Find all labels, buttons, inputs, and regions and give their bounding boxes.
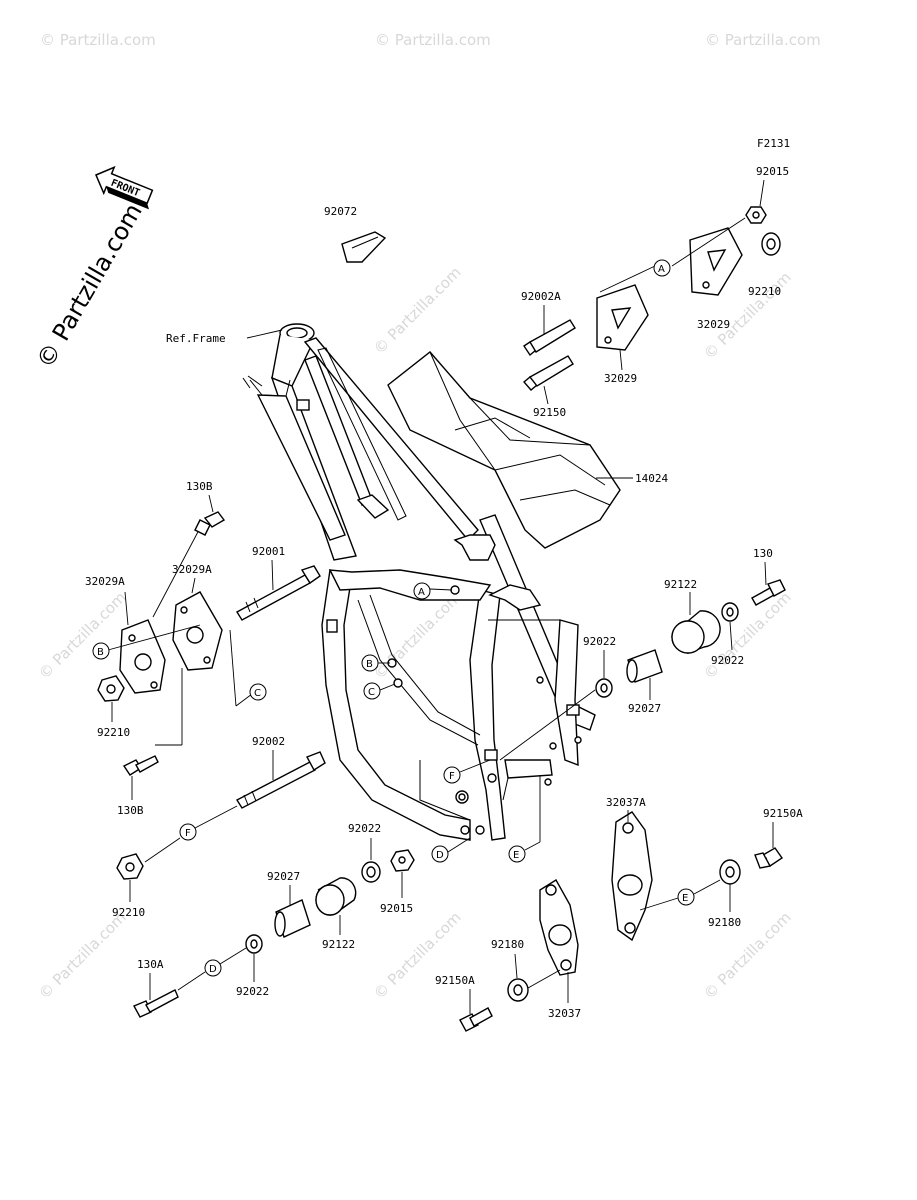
label-92072: 92072	[324, 205, 357, 218]
part-92150A-right-bolt	[754, 847, 783, 869]
part-32029A-right-plate	[172, 591, 223, 671]
part-92022-bottom-washer	[245, 934, 263, 954]
part-32037A-bracket	[611, 811, 653, 942]
label-14024: 14024	[635, 472, 668, 485]
part-92072-clamp	[341, 231, 387, 263]
part-32029-right-plate	[689, 227, 743, 296]
watermark-tile: © Partzilla.com	[370, 588, 465, 683]
label-32037: 32037	[548, 1007, 581, 1020]
part-32037-bracket	[539, 879, 579, 976]
part-92027-left-spacer	[274, 899, 311, 938]
part-92022-lower-washer	[361, 861, 381, 883]
callout-c-left: C	[254, 688, 261, 699]
part-92180-right-washer	[719, 859, 741, 885]
part-32029-left-plate	[596, 284, 649, 351]
callout-d-bottom: D	[209, 964, 217, 975]
front-arrow-icon: FRONT	[95, 165, 154, 210]
callout-a-frame: A	[418, 587, 425, 598]
label-32037A: 32037A	[606, 796, 646, 809]
label-92022-right: 92022	[711, 654, 744, 667]
watermark-tile: © Partzilla.com	[370, 263, 465, 358]
ref-frame-label: Ref.Frame	[166, 332, 226, 345]
label-32029A-left: 32029A	[85, 575, 125, 588]
frame	[242, 323, 596, 841]
label-32029-left: 32029	[604, 372, 637, 385]
callout-c-frame: C	[368, 687, 375, 698]
watermark-tile: © Partzilla.com	[35, 908, 130, 1003]
part-92210-top-nut	[761, 232, 781, 256]
label-92180-left: 92180	[491, 938, 524, 951]
callout-b-frame: B	[366, 659, 373, 670]
label-92210-bottom: 92210	[112, 906, 145, 919]
label-92022-mid: 92022	[583, 635, 616, 648]
label-92027-right: 92027	[628, 702, 661, 715]
label-92002A: 92002A	[521, 290, 561, 303]
label-92150: 92150	[533, 406, 566, 419]
part-92210-bottom-nut	[116, 853, 144, 880]
label-92210-top: 92210	[748, 285, 781, 298]
part-130A-bolt	[133, 989, 179, 1018]
label-130A: 130A	[137, 958, 164, 971]
part-130-bolt	[751, 579, 786, 606]
label-92015-top: 92015	[756, 165, 789, 178]
label-92022-lower: 92022	[348, 822, 381, 835]
label-32029-right: 32029	[697, 318, 730, 331]
part-92027-right-spacer	[626, 649, 663, 683]
watermark-tile: © Partzilla.com	[705, 31, 821, 49]
part-92015-lower-nut	[390, 849, 415, 872]
callout-d-frame: D	[436, 850, 444, 861]
part-92022-right-washer	[721, 602, 739, 622]
part-14024-cover	[387, 351, 621, 549]
label-92150A-right: 92150A	[763, 807, 803, 820]
callout-e-right: E	[682, 893, 688, 904]
label-92015-lower: 92015	[380, 902, 413, 915]
watermark-tile: © Partzilla.com	[40, 31, 156, 49]
label-130: 130	[753, 547, 773, 560]
part-92122-left-collar	[315, 877, 357, 916]
part-130B-top-bolt	[152, 511, 226, 618]
callout-e-frame: E	[513, 850, 519, 861]
watermark-tile: © Partzilla.com	[35, 588, 130, 683]
label-92002: 92002	[252, 735, 285, 748]
part-92015-top-nut	[745, 206, 767, 224]
part-92002-bolt	[236, 751, 326, 809]
part-130B-bottom-bolt	[122, 755, 159, 776]
label-92180-right: 92180	[708, 916, 741, 929]
label-92122-left: 92122	[322, 938, 355, 951]
label-92001: 92001	[252, 545, 285, 558]
figure-code: F2131	[757, 137, 790, 150]
label-92022-bottom: 92022	[236, 985, 269, 998]
part-92022-mid-washer	[595, 678, 613, 698]
watermark-tile: © Partzilla.com	[370, 908, 465, 1003]
part-92122-right-collar	[671, 610, 721, 655]
callout-a-top: A	[658, 264, 665, 275]
part-92002A-bolt	[523, 319, 576, 357]
part-92180-left-washer	[507, 978, 529, 1002]
callout-f-frame: F	[449, 771, 455, 782]
label-92027-left: 92027	[267, 870, 300, 883]
label-32029A-right: 32029A	[172, 563, 212, 576]
callout-f-left: F	[185, 828, 191, 839]
part-92150-bolt	[523, 355, 574, 391]
part-92150A-left-bolt	[459, 1007, 493, 1032]
part-92001-bolt	[236, 565, 321, 621]
part-32029A-left-plate	[119, 619, 166, 694]
label-92210-left: 92210	[97, 726, 130, 739]
callout-b-left: B	[97, 647, 104, 658]
label-92122-right: 92122	[664, 578, 697, 591]
label-130B-top: 130B	[186, 480, 213, 493]
label-92150A-left: 92150A	[435, 974, 475, 987]
part-92210-left-nut	[97, 675, 125, 702]
watermark-main: © Partzilla.com	[31, 199, 148, 373]
label-130B-bottom: 130B	[117, 804, 144, 817]
watermark-tile: © Partzilla.com	[375, 31, 491, 49]
